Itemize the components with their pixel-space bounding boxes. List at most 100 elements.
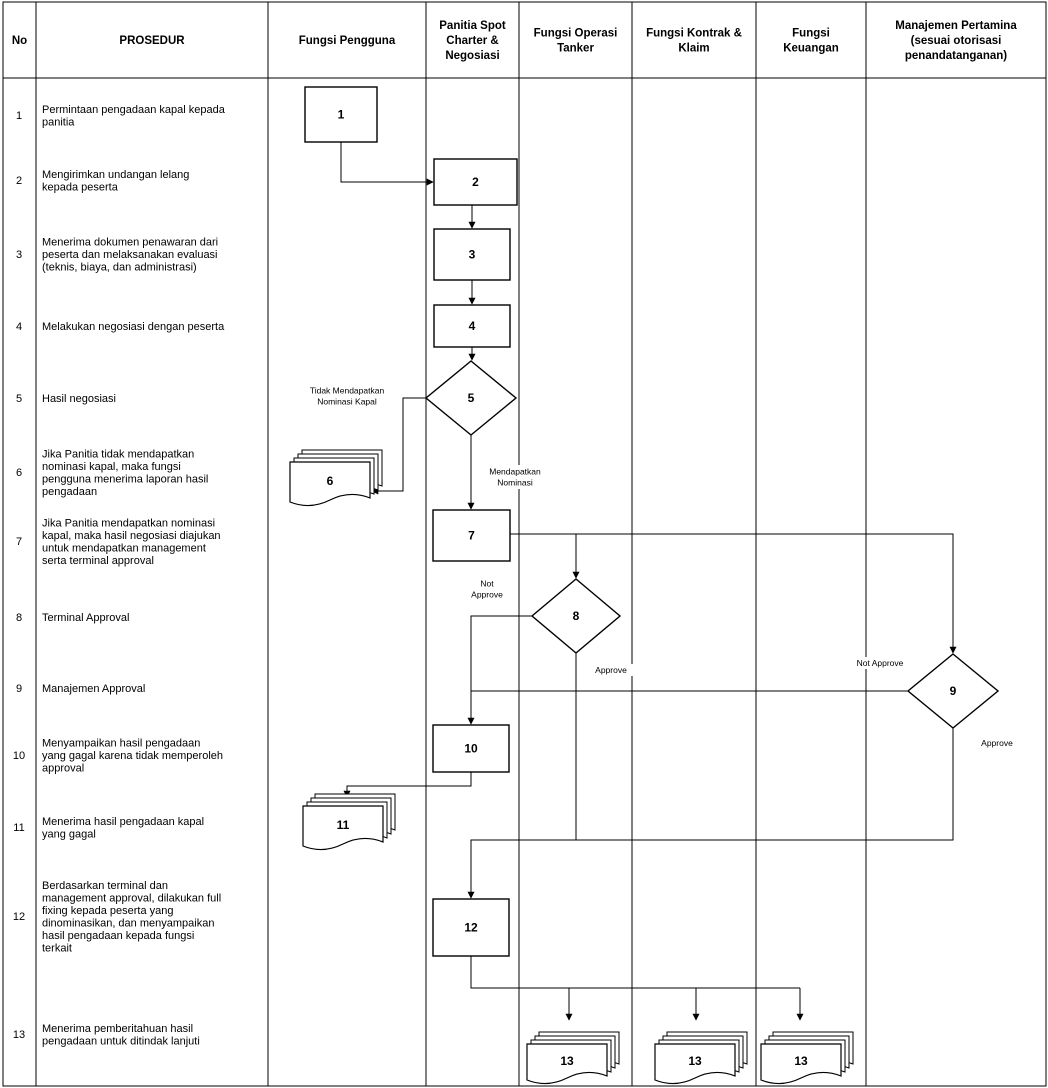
- column-header-kontrak-line: Fungsi Kontrak &: [646, 28, 742, 40]
- connector: [510, 533, 580, 579]
- connector-label-line: Not: [480, 579, 494, 589]
- column-header-operasi-line: Fungsi Operasi: [534, 28, 618, 40]
- process-box: [432, 898, 510, 957]
- column-header-manajemen-line: (sesuai otorisasi: [911, 35, 1002, 47]
- procedure-text-line: Melakukan negosiasi dengan peserta: [42, 321, 225, 333]
- procedure-text-line: Menerima hasil pengadaan kapal: [42, 816, 204, 828]
- connector: [467, 653, 577, 899]
- row-number: 4: [16, 321, 22, 333]
- connector-label: Approve: [595, 665, 627, 675]
- node-11-multi-document: 11: [302, 793, 396, 851]
- document-sheet-front: [289, 461, 371, 507]
- decision-diamond: [906, 653, 1000, 729]
- document-sheet-front: [526, 1043, 608, 1085]
- document-sheet-front: [654, 1043, 736, 1085]
- procedure-text-line: Mengirimkan undangan lelang: [42, 169, 189, 181]
- connector-label-bg: [851, 657, 909, 669]
- row-number: 3: [16, 249, 22, 261]
- node-label: 5: [468, 391, 475, 405]
- column-header-prosedur-line: PROSEDUR: [119, 35, 185, 47]
- node-7-process: 7: [432, 509, 511, 562]
- connector: [340, 142, 434, 186]
- node-13-multi-document: 13: [760, 1031, 854, 1085]
- connector: [467, 615, 532, 725]
- procedure-text-line: peserta dan melaksanakan evaluasi: [42, 249, 218, 261]
- procedure-text-line: dinominasikan, dan menyampaikan: [42, 917, 214, 929]
- connector-label-bg: [475, 465, 555, 489]
- node-label: 13: [794, 1054, 808, 1068]
- procedure-text-line: Berdasarkan terminal dan: [42, 880, 168, 892]
- column-header-keuangan-line: Fungsi: [792, 28, 830, 40]
- node-label: 3: [469, 248, 476, 262]
- connector-label-bg: [464, 577, 510, 601]
- node-3-process: 3: [433, 228, 511, 281]
- row-number: 8: [16, 612, 22, 624]
- node-9-decision: 9: [906, 653, 1000, 729]
- procedure-text-line: terkait: [42, 942, 72, 954]
- process-box: [433, 158, 518, 206]
- node-label: 1: [338, 108, 345, 122]
- node-10-process: 10: [432, 724, 510, 773]
- node-6-multi-document: 6: [289, 449, 383, 507]
- procedure-text-line: nominasi kapal, maka fungsi: [42, 461, 181, 473]
- row-number: 11: [13, 822, 24, 834]
- procedure-text-line: Permintaan pengadaan kapal kepada: [42, 104, 226, 116]
- process-box: [432, 724, 510, 773]
- procedure-text-line: kapal, maka hasil negosiasi diajukan: [42, 530, 221, 542]
- node-4-process: 4: [433, 304, 511, 348]
- procedure-text-line: fixing kepada peserta yang: [42, 905, 173, 917]
- row-number: 13: [13, 1029, 25, 1041]
- connector: [470, 956, 800, 989]
- column-header-panitia-line: Negosiasi: [445, 50, 499, 62]
- row-number: 7: [16, 536, 22, 548]
- column-header-panitia-line: Charter &: [446, 35, 498, 47]
- column-header-no: No: [12, 35, 27, 47]
- procedure-text: Manajemen Approval: [42, 683, 145, 695]
- procedure-text-line: yang gagal: [42, 828, 96, 840]
- row-number: 1: [16, 110, 22, 122]
- column-header-pengguna: Fungsi Pengguna: [299, 35, 396, 47]
- node-label: 7: [468, 529, 475, 543]
- procedure-text-line: serta terminal approval: [42, 555, 154, 567]
- row-number: 9: [16, 683, 22, 695]
- connector-label-bg: [586, 664, 636, 676]
- procedure-text-line: Manajemen Approval: [42, 683, 145, 695]
- procedure-text-line: approval: [42, 763, 84, 775]
- connector: [576, 728, 954, 841]
- node-2-process: 2: [433, 158, 518, 206]
- row-number: 10: [13, 750, 25, 762]
- node-label: 6: [327, 474, 334, 488]
- row-number: 12: [13, 911, 25, 923]
- column-header-prosedur: PROSEDUR: [119, 35, 185, 47]
- node-label: 12: [464, 921, 478, 935]
- procedure-text-line: pengguna menerima laporan hasil: [42, 473, 208, 485]
- column-header-operasi-line: Tanker: [557, 43, 594, 55]
- node-label: 9: [950, 684, 957, 698]
- connector: [576, 533, 957, 654]
- connector-label: Approve: [981, 738, 1013, 748]
- node-label: 13: [560, 1054, 574, 1068]
- process-box: [432, 509, 511, 562]
- decision-diamond: [530, 578, 622, 654]
- node-label: 11: [337, 818, 350, 832]
- connector: [343, 772, 472, 798]
- connector-label-line: Nominasi Kapal: [317, 397, 377, 407]
- procedure-text-line: pengadaan: [42, 486, 97, 498]
- flow-connectors: [340, 142, 957, 1021]
- column-header-no-line: No: [12, 35, 27, 47]
- process-box: [433, 228, 511, 281]
- connector-label-line: Approve: [595, 665, 627, 675]
- node-13-multi-document: 13: [526, 1031, 620, 1085]
